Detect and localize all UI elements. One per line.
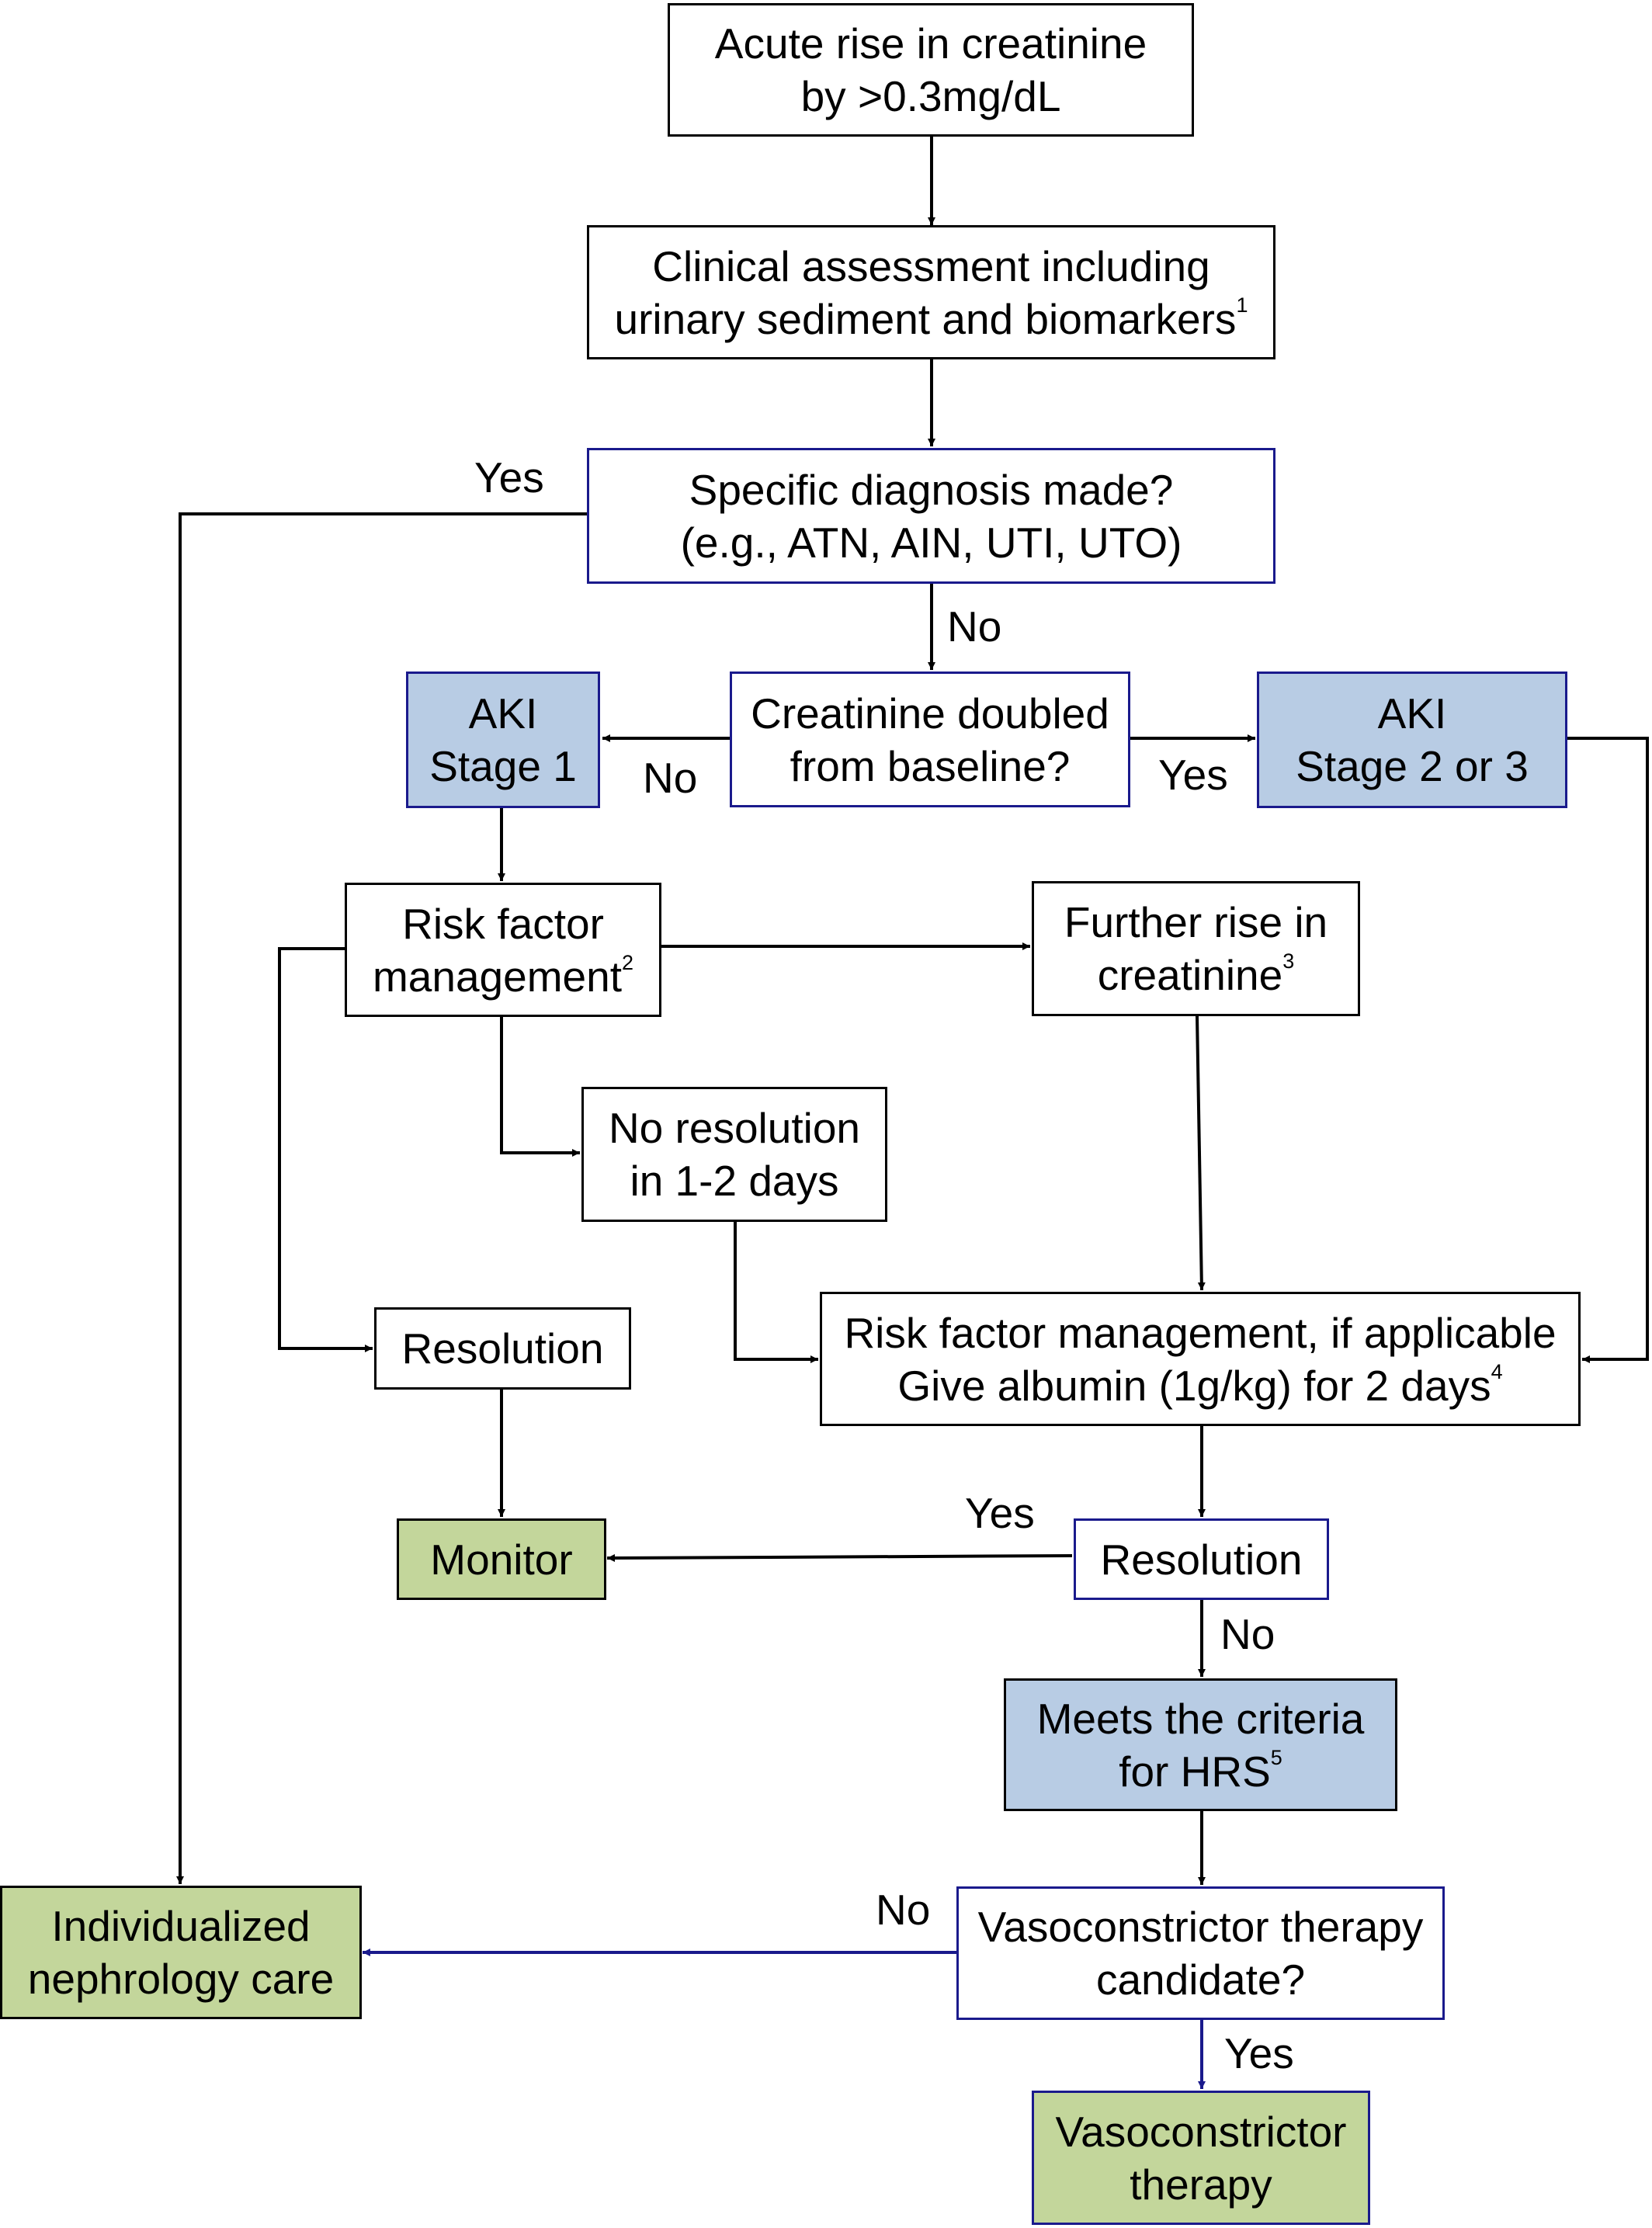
individualized-care-line-1: Individualized [51,1902,311,1950]
aki-stage1-line-1: AKI [468,689,538,737]
hrs-criteria-line-2: for HRS5 [1119,1745,1282,1796]
further-rise-line-1: Further rise in [1064,898,1328,946]
aki-stage1-line-2: Stage 1 [429,742,577,790]
acute-rise-line-1: Acute rise in creatinine [714,19,1147,68]
hrs-criteria-box: Meets the criteria for HRS5 [1004,1678,1397,1811]
vaso-therapy-line-2: therapy [1130,2160,1272,2209]
hrs-criteria-line-1: Meets the criteria [1036,1694,1365,1743]
resolution-left-box: Resolution [374,1307,631,1390]
footnote-2: 2 [622,950,634,974]
individualized-care-box: Individualized nephrology care [0,1886,362,2019]
arrow-diagnosis-yes-to-care [176,512,587,1884]
vaso-candidate-box: Vasoconstrictor therapy candidate? [956,1886,1445,2020]
vaso-therapy-line-1: Vasoconstrictor [1055,2107,1347,2156]
aki-stage23-line-1: AKI [1377,689,1447,737]
arrow-noresolution-to-albumin [734,1222,818,1363]
label-doubled-yes: Yes [1158,751,1228,799]
arrow-resolution-yes-to-monitor [606,1553,1073,1562]
clinical-assessment-line-2: urinary sediment and biomarkers1 [614,293,1248,343]
label-doubled-no: No [643,754,698,802]
arrow-riskfactor-to-noresolution [500,1017,580,1157]
monitor-text: Monitor [430,1535,573,1584]
risk-factor-line-1: Risk factor [402,899,604,948]
aki-stage1-box: AKI Stage 1 [406,672,600,808]
label-diagnosis-no: No [947,602,1002,651]
resolution-right-box: Resolution [1074,1518,1329,1600]
further-rise-box: Further rise in creatinine3 [1032,881,1360,1016]
risk-factor-line-2: management2 [372,950,634,1001]
no-resolution-box: No resolution in 1-2 days [581,1087,887,1222]
creatinine-doubled-line-2: from baseline? [790,741,1071,790]
footnote-5: 5 [1270,1745,1282,1769]
resolution-right-text: Resolution [1100,1535,1303,1584]
aki-stage23-line-2: Stage 2 or 3 [1296,742,1529,790]
no-resolution-line-2: in 1-2 days [630,1157,839,1205]
label-candidate-yes: Yes [1224,2029,1294,2077]
specific-diagnosis-line-2: (e.g., ATN, AIN, UTI, UTO) [680,518,1182,567]
label-diagnosis-yes: Yes [474,453,544,501]
acute-rise-line-2: by >0.3mg/dL [800,72,1061,120]
label-resolution-no: No [1220,1610,1275,1658]
vaso-candidate-line-2: candidate? [1095,1956,1306,2004]
clinical-assessment-box: Clinical assessment including urinary se… [587,225,1275,359]
monitor-box: Monitor [397,1518,606,1600]
vaso-therapy-box: Vasoconstrictor therapy [1032,2091,1370,2225]
footnote-1: 1 [1236,293,1248,317]
creatinine-doubled-line-1: Creatinine doubled [751,689,1109,737]
footnote-4: 4 [1491,1359,1503,1383]
vaso-candidate-line-1: Vasoconstrictor therapy [977,1903,1424,1951]
specific-diagnosis-line-1: Specific diagnosis made? [689,465,1174,514]
albumin-line-2: Give albumin (1g/kg) for 2 days4 [897,1359,1503,1410]
albumin-box: Risk factor management, if applicable Gi… [820,1292,1581,1426]
no-resolution-line-1: No resolution [608,1104,861,1152]
clinical-assessment-line-1: Clinical assessment including [652,241,1210,290]
individualized-care-line-2: nephrology care [27,1955,335,2003]
resolution-left-text: Resolution [401,1324,604,1373]
arrow-stage23-to-albumin [1567,737,1649,1363]
specific-diagnosis-box: Specific diagnosis made? (e.g., ATN, AIN… [587,448,1275,584]
label-resolution-yes: Yes [965,1489,1035,1537]
label-candidate-no: No [876,1886,931,1934]
albumin-line-1: Risk factor management, if applicable [844,1308,1557,1357]
risk-factor-management-box: Risk factor management2 [345,883,661,1017]
acute-rise-box: Acute rise in creatinine by >0.3mg/dL [668,3,1194,137]
further-rise-line-2: creatinine3 [1097,949,1295,1000]
arrow-riskfactor-to-resolution [278,947,373,1352]
arrow-furtherrise-to-albumin [1196,1015,1206,1291]
creatinine-doubled-box: Creatinine doubled from baseline? [730,672,1130,807]
aki-stage23-box: AKI Stage 2 or 3 [1257,672,1567,808]
footnote-3: 3 [1282,949,1295,973]
